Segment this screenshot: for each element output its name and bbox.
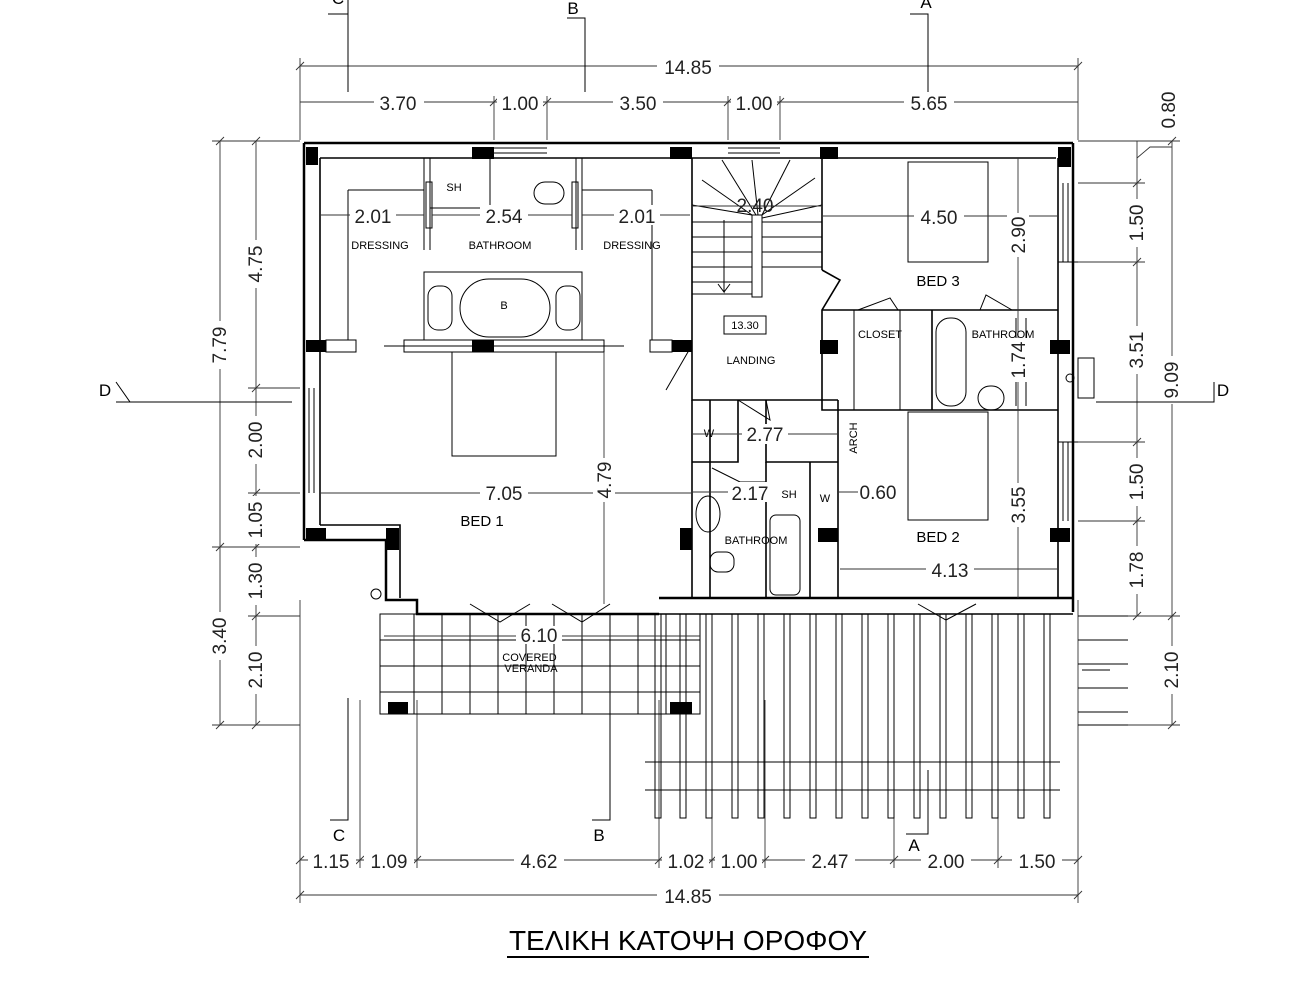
dim-dressing-right: 2.01 — [619, 207, 656, 228]
room-label-w2: W — [820, 493, 831, 505]
room-label-landing: LANDING — [727, 355, 776, 367]
dim-right-3: 1.50 — [1127, 464, 1148, 501]
dim-bottom-4: 1.02 — [668, 852, 705, 873]
dim-right-1: 1.50 — [1127, 205, 1148, 242]
dim-left-outer-top: 7.79 — [210, 327, 231, 364]
dim-bed1-width: 7.05 — [486, 484, 523, 505]
room-label-veranda-line-2: VERANDA — [504, 663, 558, 675]
room-label-bed3: BED 3 — [916, 273, 959, 290]
pergola — [645, 613, 1128, 819]
dim-right-0: 0.80 — [1159, 92, 1180, 129]
section-label-D-left: D — [99, 381, 111, 400]
dim-left-4: 1.30 — [246, 563, 267, 600]
dim-left-1: 4.75 — [246, 246, 267, 283]
dim-top-2: 1.00 — [502, 94, 539, 115]
dim-left-5: 2.10 — [246, 652, 267, 689]
section-label-C-bottom: C — [333, 826, 345, 845]
dim-right-4: 1.78 — [1127, 552, 1148, 589]
drawing-title: ΤΕΛΙΚΗ ΚΑΤΟΨΗ ΟΡΟΦΟΥ — [0, 925, 1308, 958]
dim-w-width: 0.60 — [860, 483, 897, 504]
dim-veranda-width: 6.10 — [521, 626, 558, 647]
dim-bottom-7: 2.00 — [928, 852, 965, 873]
section-label-B-bottom: B — [593, 826, 604, 845]
staircase — [691, 159, 823, 298]
dim-bed1-depth: 4.79 — [595, 462, 616, 499]
dim-top-4: 1.00 — [736, 94, 773, 115]
room-label-bed2: BED 2 — [916, 529, 959, 546]
dim-left-outer-bottom: 3.40 — [210, 618, 231, 655]
dim-bottom-5: 1.00 — [721, 852, 758, 873]
structural-columns — [306, 147, 1071, 714]
dim-bottom-2: 1.09 — [371, 852, 408, 873]
exterior-walls — [302, 141, 1095, 616]
section-label-B-top: B — [567, 0, 578, 18]
room-label-veranda-line-1: COVERED — [502, 652, 556, 664]
room-label-dressing-right: DRESSING — [603, 240, 660, 252]
dim-bed3-depth: 2.90 — [1009, 217, 1030, 254]
room-label-closet: CLOSET — [858, 329, 902, 341]
dim-bottom-8: 1.50 — [1019, 852, 1056, 873]
dim-top-5: 5.65 — [911, 94, 948, 115]
room-label-veranda: COVERED VERANDA — [502, 652, 559, 675]
section-label-C-top: C — [332, 0, 344, 8]
room-label-bathroom2: BATHROOM — [725, 535, 788, 547]
dim-right-5: 2.10 — [1162, 652, 1183, 689]
room-label-bathroom3: BATHROOM — [972, 329, 1035, 341]
covered-veranda — [379, 613, 701, 715]
dim-left-3: 1.05 — [246, 502, 267, 539]
section-label-A-bottom: A — [908, 836, 920, 855]
dim-bed3-width: 4.50 — [921, 208, 958, 229]
dim-bath3-depth: 1.74 — [1009, 341, 1030, 378]
dim-corridor: 2.77 — [747, 425, 784, 446]
dim-top-overall: 14.85 — [664, 58, 712, 79]
dim-top-1: 3.70 — [380, 94, 417, 115]
room-label-sh: SH — [446, 182, 461, 194]
dim-bed2-width: 4.13 — [932, 561, 969, 582]
room-label-w1: W — [704, 428, 715, 440]
room-label-sh2: SH — [781, 489, 796, 501]
drawing-title-text: ΤΕΛΙΚΗ ΚΑΤΟΨΗ ΟΡΟΦΟΥ — [506, 925, 870, 958]
dim-top-3: 3.50 — [620, 94, 657, 115]
dim-bottom-overall: 14.85 — [664, 887, 712, 908]
dim-left-2: 2.00 — [246, 422, 267, 459]
dim-bottom-1: 1.15 — [313, 852, 350, 873]
room-label-dressing-left: DRESSING — [351, 240, 408, 252]
dim-stair: 2.40 — [737, 196, 774, 217]
dim-right-2: 3.51 — [1127, 332, 1148, 369]
room-label-bed1: BED 1 — [460, 513, 503, 530]
room-label-bathroom-master: BATHROOM — [469, 240, 532, 252]
section-label-A-top: A — [920, 0, 932, 12]
room-label-area: 13.30 — [731, 320, 759, 332]
dim-bath-width: 2.17 — [732, 484, 769, 505]
dim-master-bathroom: 2.54 — [486, 207, 523, 228]
dim-dressing-left: 2.01 — [355, 207, 392, 228]
area-box — [723, 315, 767, 335]
section-markers — [115, 0, 1215, 835]
section-label-D-right: D — [1217, 381, 1229, 400]
room-label-bathtub: B — [500, 300, 507, 312]
dim-bottom-6: 2.47 — [812, 852, 849, 873]
dim-right-outer: 9.09 — [1162, 362, 1183, 399]
dim-bottom-3: 4.62 — [521, 852, 558, 873]
dim-bed2-depth: 3.55 — [1009, 487, 1030, 524]
room-label-arch: ARCH — [848, 422, 860, 453]
